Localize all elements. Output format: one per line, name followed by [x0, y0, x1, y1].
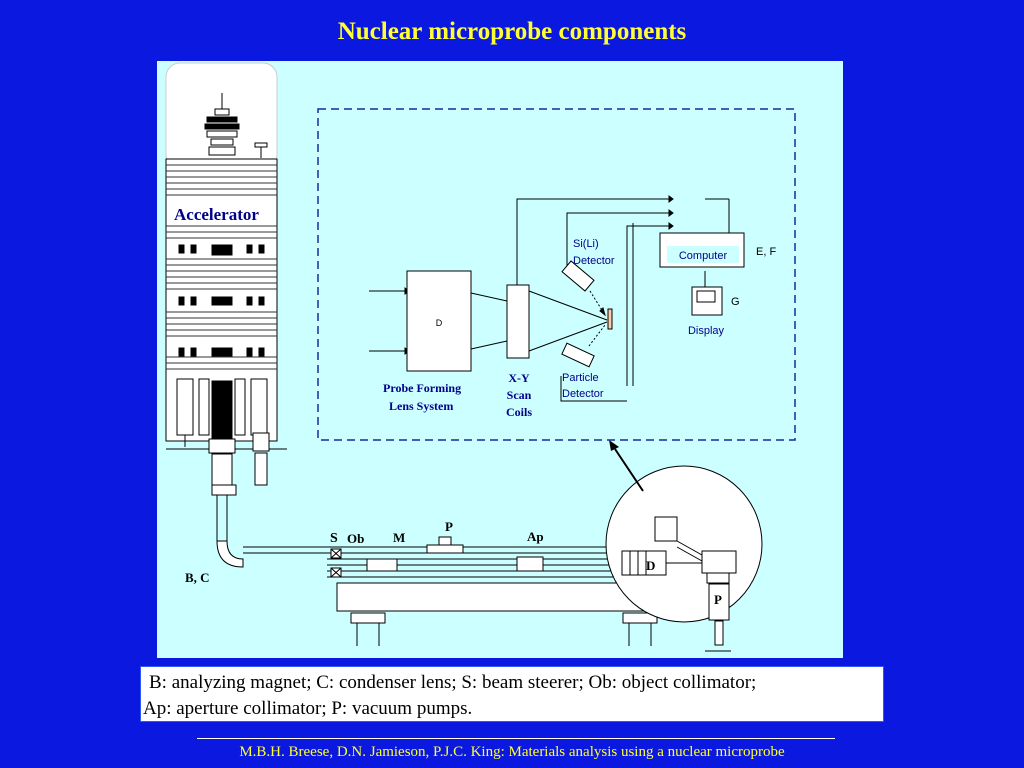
scan-coils-label-2: Scan [507, 388, 532, 402]
target [607, 308, 613, 330]
detail-box [317, 108, 796, 441]
target-chamber-magnified [605, 465, 763, 652]
caption-box: B: analyzing magnet; C: condenser lens; … [140, 666, 884, 722]
diagram-panel: Accelerator [157, 61, 843, 658]
scan-coils-label-1: X-Y [508, 371, 530, 385]
ef-label: E, F [756, 246, 776, 258]
signal-wiring [516, 195, 730, 402]
display-label: Display [688, 325, 725, 337]
m-label: M [393, 530, 405, 545]
g-label: G [731, 296, 740, 308]
particle-detector [561, 324, 606, 368]
magnify-arrow [609, 440, 644, 492]
p-lower-label: P [714, 592, 722, 607]
probe-forming-label-1: Probe Forming [383, 381, 461, 395]
footer-divider [197, 738, 835, 739]
s-label: S [330, 531, 338, 546]
scan-coils-label-3: Coils [506, 405, 532, 419]
caption-line-2: Ap: aperture collimator; P: vacuum pumps… [143, 698, 473, 719]
computer-label: Computer [679, 250, 728, 262]
particle-label-1: Particle [562, 372, 599, 384]
si-li-label-1: Si(Li) [573, 238, 599, 250]
ob-label: Ob [347, 531, 364, 546]
lens-system-box [406, 270, 472, 372]
particle-label-2: Detector [562, 388, 604, 400]
accelerator-label: Accelerator [174, 205, 259, 224]
footer-citation: M.B.H. Breese, D.N. Jamieson, P.J.C. Kin… [239, 744, 785, 760]
si-li-detector [561, 260, 606, 317]
ap-label: Ap [527, 529, 544, 544]
lens-d-label: D [436, 318, 443, 328]
bc-label: B, C [185, 570, 210, 585]
beam-input-arrows [369, 287, 411, 355]
d-lower-label: D [646, 558, 655, 573]
beamline [243, 536, 678, 646]
p-top-label: P [445, 519, 453, 534]
probe-forming-label-2: Lens System [389, 399, 453, 413]
microprobe-diagram: Accelerator [165, 62, 796, 652]
accelerator-column [165, 62, 287, 568]
si-li-label-2: Detector [573, 255, 615, 267]
slide-title: Nuclear microprobe components [337, 18, 687, 45]
caption-line-1: B: analyzing magnet; C: condenser lens; … [149, 672, 757, 693]
scan-coils-box [506, 284, 530, 359]
